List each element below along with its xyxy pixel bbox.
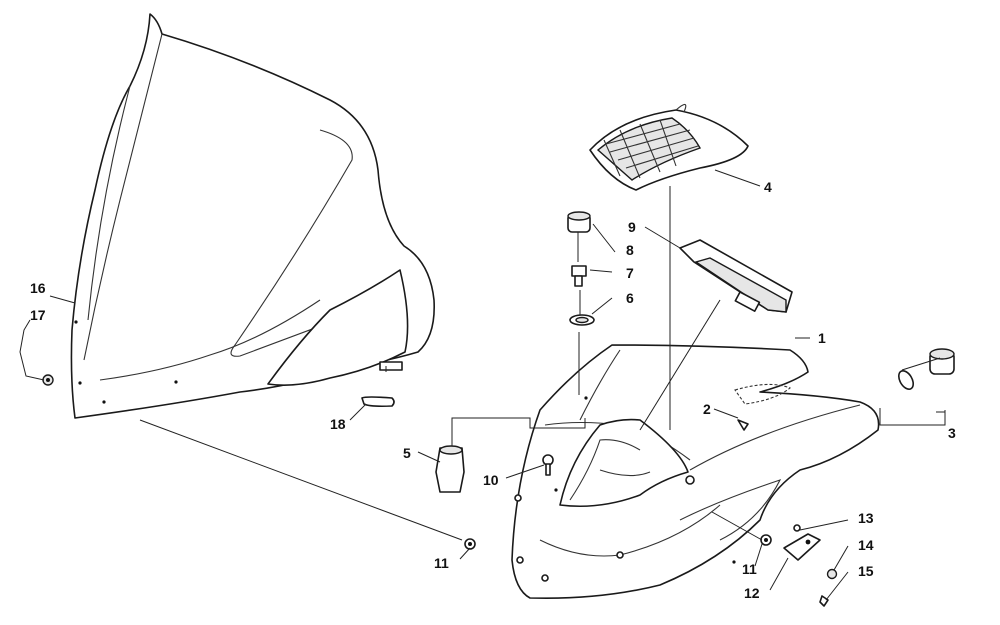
callout-18: 18 — [330, 416, 346, 432]
washer-part-14 — [826, 568, 838, 580]
screw-part-17 — [42, 374, 54, 386]
callout-16: 16 — [30, 280, 46, 296]
clip-part-18 — [361, 361, 403, 408]
callout-5: 5 — [403, 445, 411, 461]
callout-7: 7 — [626, 265, 634, 281]
callout-15: 15 — [858, 563, 874, 579]
callout-1: 1 — [818, 330, 826, 346]
callout-10: 10 — [483, 472, 499, 488]
screw-part-2 — [737, 419, 749, 431]
key-part-7 — [571, 265, 587, 287]
switch-part-5 — [435, 445, 465, 493]
module-part-9 — [679, 239, 793, 313]
callout-4: 4 — [764, 179, 772, 195]
storage-tray-part-4 — [589, 103, 749, 191]
callout-9: 9 — [628, 219, 636, 235]
nut-part-6 — [569, 314, 595, 326]
callout-11-left: 11 — [434, 555, 449, 571]
callout-11-right: 11 — [742, 561, 757, 577]
outlet-part-3 — [897, 348, 955, 390]
callout-12: 12 — [744, 585, 760, 601]
cap-part-8 — [567, 211, 591, 233]
callout-14: 14 — [858, 537, 874, 553]
windshield-part — [70, 13, 435, 419]
callout-6: 6 — [626, 290, 634, 306]
callout-8: 8 — [626, 242, 634, 258]
callout-3: 3 — [948, 425, 956, 441]
screw-part-15 — [819, 595, 829, 607]
leader-lines — [19, 169, 946, 601]
pin-part-13 — [793, 524, 801, 532]
bracket-part-12 — [783, 533, 821, 561]
callouts: 1 2 3 4 5 6 7 8 9 10 11 11 12 13 14 15 1… — [30, 179, 956, 601]
hood-part — [511, 344, 880, 600]
callout-13: 13 — [858, 510, 874, 526]
bolt-part-10 — [542, 454, 554, 476]
nut-part-11-right — [760, 534, 772, 546]
nut-part-11-left — [464, 538, 476, 550]
callout-17: 17 — [30, 307, 46, 323]
callout-2: 2 — [703, 401, 711, 417]
